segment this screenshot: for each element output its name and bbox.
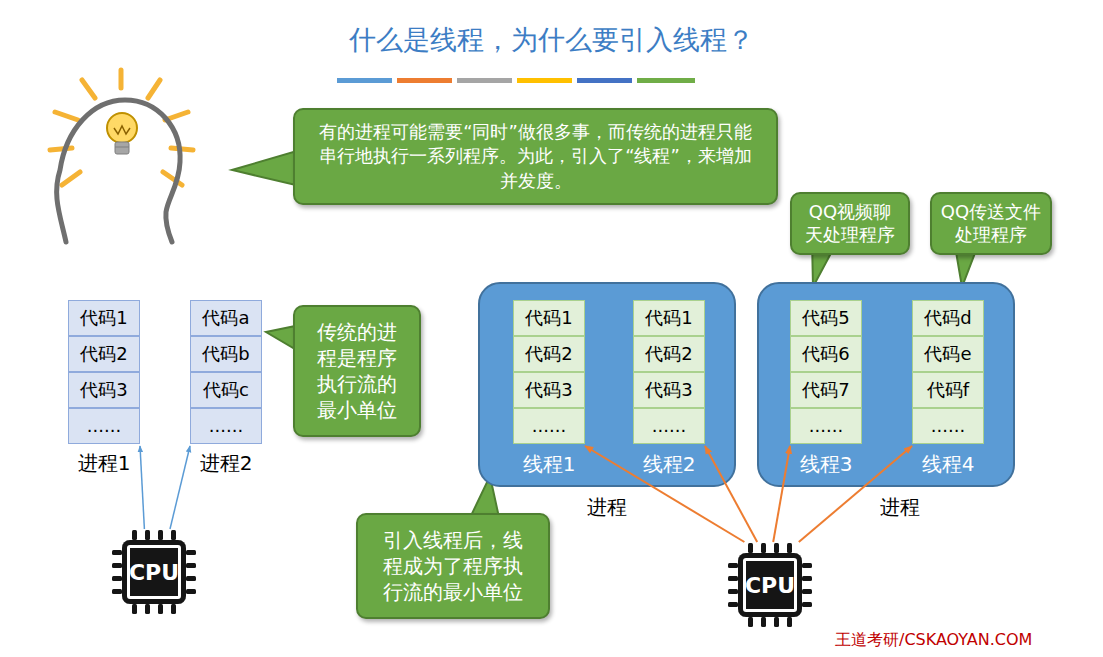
thread-column: 线程4代码d代码e代码f......: [912, 300, 984, 444]
node-text: ......: [514, 409, 584, 443]
code-cell: 代码2: [513, 336, 585, 372]
connector-arrow: [799, 446, 912, 542]
process-region: 进程线程1代码1代码2代码3......线程2代码1代码2代码3......: [478, 282, 736, 487]
thread-column: 线程1代码1代码2代码3......: [513, 300, 585, 444]
connector-arrow: [140, 446, 144, 529]
node-text: 代码e: [913, 337, 983, 371]
code-cell: 代码f: [912, 372, 984, 408]
node-label: 进程: [773, 494, 1027, 521]
node-text: 代码1: [514, 301, 584, 335]
code-cell: ......: [68, 408, 140, 444]
node-text: 代码7: [791, 373, 861, 407]
connector-arrow: [170, 446, 190, 529]
thread-column: 线程2代码1代码2代码3......: [633, 300, 705, 444]
node-text: 传统的进程是程序执行流的最小单位: [315, 319, 399, 423]
title-color-bar: [337, 78, 695, 83]
node-text: 代码f: [913, 373, 983, 407]
node-label: 线程3: [790, 451, 862, 478]
node-text: 代码a: [191, 301, 261, 335]
process-column: 进程1代码1代码2代码3......: [68, 300, 140, 444]
node-text: ......: [634, 409, 704, 443]
code-cell: 代码b: [190, 336, 262, 372]
node-text: CPU: [129, 560, 179, 585]
node-label: 进程: [480, 494, 734, 521]
node-label: 进程2: [190, 450, 262, 477]
code-cell: 代码e: [912, 336, 984, 372]
node-text: ......: [69, 409, 139, 443]
callout-bubble: 传统的进程是程序执行流的最小单位: [293, 305, 421, 437]
node-text: 代码b: [191, 337, 261, 371]
code-cell: 代码3: [513, 372, 585, 408]
callout-bubble: QQ视频聊天处理程序: [790, 192, 910, 255]
callout-bubble: QQ传送文件处理程序: [930, 192, 1052, 255]
node-text: 代码3: [514, 373, 584, 407]
code-cell: 代码a: [190, 300, 262, 336]
code-cell: ......: [790, 408, 862, 444]
code-cell: 代码1: [513, 300, 585, 336]
node-text: 代码3: [69, 373, 139, 407]
code-cell: ......: [633, 408, 705, 444]
connector-arrow: [585, 446, 744, 542]
node-label: 线程4: [912, 451, 984, 478]
connector-arrow: [773, 446, 790, 542]
connector-arrow: [705, 446, 757, 542]
code-cell: 代码5: [790, 300, 862, 336]
speech-bubble: 有的进程可能需要“同时”做很多事，而传统的进程只能串行地执行一系列程序。为此，引…: [293, 108, 778, 205]
code-cell: 代码c: [190, 372, 262, 408]
process-column: 进程2代码a代码b代码c......: [190, 300, 262, 444]
cpu-chip: CPU: [738, 553, 802, 617]
node-text: 代码1: [634, 301, 704, 335]
thinking-person: [50, 70, 193, 242]
node-text: 代码6: [791, 337, 861, 371]
footer-credit: 王道考研/CSKAOYAN.COM: [835, 630, 1032, 651]
node-text: 代码3: [634, 373, 704, 407]
code-cell: 代码d: [912, 300, 984, 336]
code-cell: 代码1: [633, 300, 705, 336]
thread-column: 线程3代码5代码6代码7......: [790, 300, 862, 444]
code-cell: 代码1: [68, 300, 140, 336]
node-label: 线程1: [513, 451, 585, 478]
code-cell: 代码6: [790, 336, 862, 372]
node-text: QQ视频聊天处理程序: [800, 200, 900, 247]
node-text: 有的进程可能需要“同时”做很多事，而传统的进程只能串行地执行一系列程序。为此，引…: [311, 120, 760, 193]
node-label: 线程2: [633, 451, 705, 478]
node-text: 代码5: [791, 301, 861, 335]
code-cell: ......: [190, 408, 262, 444]
code-cell: ......: [513, 408, 585, 444]
node-text: 代码2: [514, 337, 584, 371]
node-text: 代码1: [69, 301, 139, 335]
cpu-chip: CPU: [122, 540, 186, 604]
node-text: 代码2: [634, 337, 704, 371]
node-text: 代码d: [913, 301, 983, 335]
node-text: 代码2: [69, 337, 139, 371]
code-cell: 代码7: [790, 372, 862, 408]
node-label: 进程1: [68, 450, 140, 477]
code-cell: 代码2: [68, 336, 140, 372]
node-text: ......: [791, 409, 861, 443]
node-text: ......: [913, 409, 983, 443]
node-text: 代码c: [191, 373, 261, 407]
callout-bubble: 引入线程后，线程成为了程序执行流的最小单位: [356, 513, 550, 619]
node-text: QQ传送文件处理程序: [940, 200, 1042, 247]
page-title: 什么是线程，为什么要引入线程？: [0, 22, 1103, 58]
code-cell: 代码2: [633, 336, 705, 372]
node-text: CPU: [745, 573, 795, 598]
code-cell: 代码3: [68, 372, 140, 408]
code-cell: 代码3: [633, 372, 705, 408]
node-text: ......: [191, 409, 261, 443]
code-cell: ......: [912, 408, 984, 444]
node-text: 引入线程后，线程成为了程序执行流的最小单位: [382, 527, 524, 605]
process-region: 进程线程3代码5代码6代码7......线程4代码d代码e代码f......: [757, 282, 1015, 487]
